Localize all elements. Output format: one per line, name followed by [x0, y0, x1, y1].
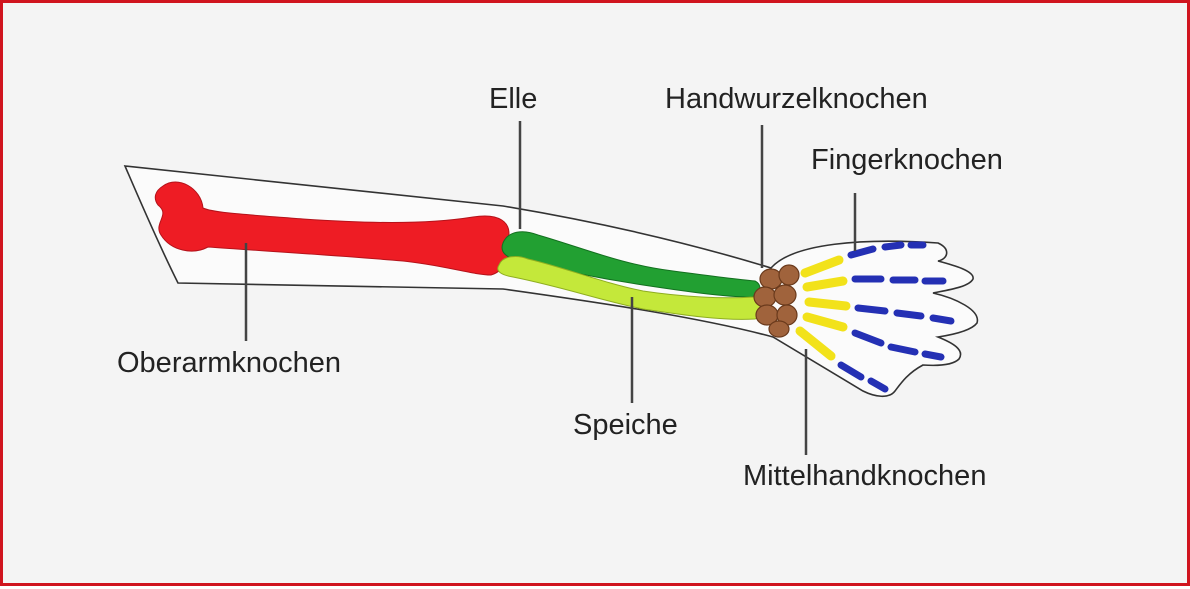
humerus-bone: [154, 181, 511, 276]
label-fingerknochen: Fingerknochen: [811, 144, 1003, 176]
label-handwurzelknochen: Handwurzelknochen: [665, 83, 928, 115]
label-oberarmknochen: Oberarmknochen: [117, 347, 342, 379]
carpal-bones: [753, 264, 800, 338]
metacarpal-bones: [795, 255, 851, 361]
label-speiche: Speiche: [573, 409, 678, 441]
phalange-bones: [837, 241, 955, 393]
label-elle: Elle: [489, 83, 538, 115]
label-mittelhandknochen: Mittelhandknochen: [743, 460, 987, 492]
arm-skeleton-diagram: [123, 121, 979, 455]
